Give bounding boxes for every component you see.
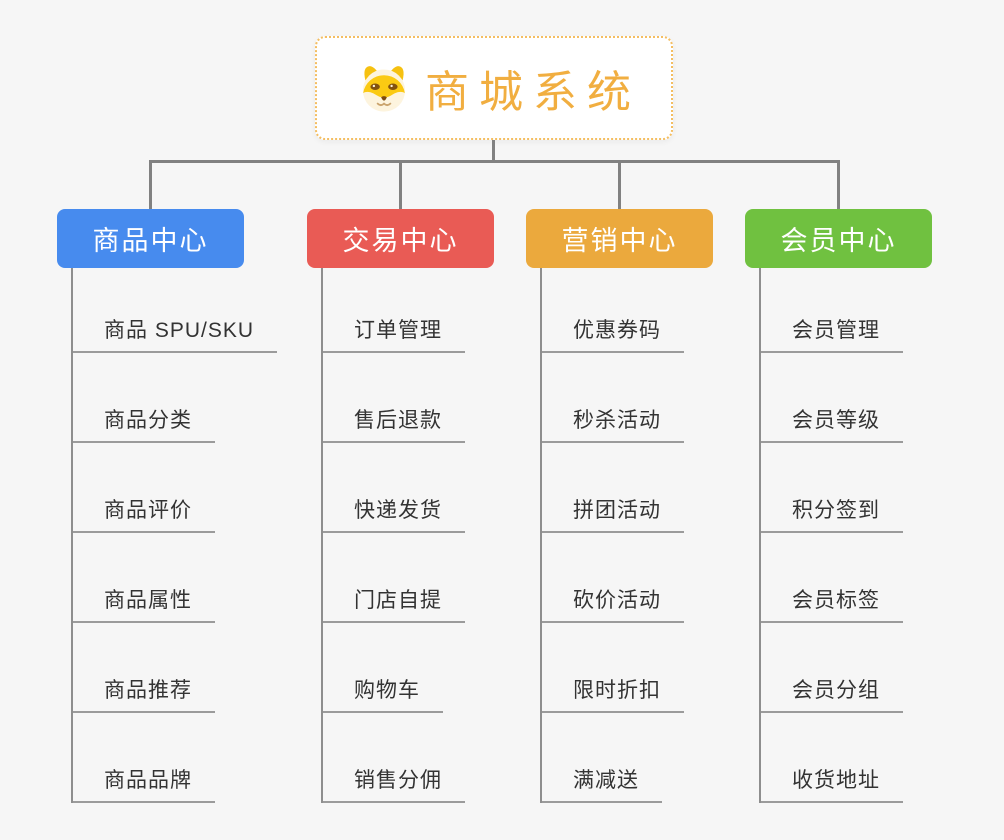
leaf-node[interactable]: 门店自提 <box>321 588 465 623</box>
connector-drop-product <box>149 160 152 209</box>
leaf-node[interactable]: 会员标签 <box>759 588 903 623</box>
leaf-node[interactable]: 积分签到 <box>759 498 903 533</box>
connector-trunk <box>71 268 73 803</box>
leaf-node[interactable]: 商品分类 <box>71 408 215 443</box>
connector-drop-marketing <box>618 160 621 209</box>
leaf-node[interactable]: 限时折扣 <box>540 678 684 713</box>
leaf-node[interactable]: 会员等级 <box>759 408 903 443</box>
root-title: 商城系统 <box>425 68 641 117</box>
connector-trunk <box>321 268 323 803</box>
connector-trunk <box>540 268 542 803</box>
connector-drop-trade <box>399 160 402 209</box>
leaf-node[interactable]: 商品 SPU/SKU <box>71 318 278 353</box>
leaf-node[interactable]: 拼团活动 <box>540 498 684 533</box>
leaf-node[interactable]: 砍价活动 <box>540 588 684 623</box>
branch-label: 商品中心 <box>92 226 209 256</box>
branch-label: 会员中心 <box>780 226 897 256</box>
leaf-node[interactable]: 商品推荐 <box>71 678 215 713</box>
branch-node-member-center[interactable]: 会员中心 <box>745 209 932 268</box>
branch-column-marketing: 优惠券码 秒杀活动 拼团活动 砍价活动 限时折扣 满减送 <box>540 263 684 803</box>
leaf-node[interactable]: 秒杀活动 <box>540 408 684 443</box>
leaf-node[interactable]: 商品评价 <box>71 498 215 533</box>
branch-node-product-center[interactable]: 商品中心 <box>57 209 244 268</box>
leaf-node[interactable]: 快递发货 <box>321 498 465 533</box>
leaf-node[interactable]: 收货地址 <box>759 768 903 803</box>
leaf-node[interactable]: 会员管理 <box>759 318 903 353</box>
leaf-node[interactable]: 会员分组 <box>759 678 903 713</box>
connector-root-stub <box>492 140 495 162</box>
branch-column-member: 会员管理 会员等级 积分签到 会员标签 会员分组 收货地址 <box>759 263 903 803</box>
leaf-node[interactable]: 订单管理 <box>321 318 465 353</box>
connector-drop-member <box>837 160 840 209</box>
branch-column-trade: 订单管理 售后退款 快递发货 门店自提 购物车 销售分佣 <box>321 263 465 803</box>
branch-node-marketing-center[interactable]: 营销中心 <box>526 209 713 268</box>
leaf-node[interactable]: 满减送 <box>540 768 662 803</box>
leaf-node[interactable]: 商品品牌 <box>71 768 215 803</box>
shiba-dog-icon <box>357 63 411 113</box>
connector-rail <box>149 160 840 163</box>
branch-node-trade-center[interactable]: 交易中心 <box>307 209 494 268</box>
leaf-node[interactable]: 优惠券码 <box>540 318 684 353</box>
leaf-node[interactable]: 商品属性 <box>71 588 215 623</box>
branch-label: 营销中心 <box>561 226 678 256</box>
leaf-node[interactable]: 购物车 <box>321 678 443 713</box>
branch-label: 交易中心 <box>342 226 459 256</box>
connector-trunk <box>759 268 761 803</box>
branch-column-product: 商品 SPU/SKU 商品分类 商品评价 商品属性 商品推荐 商品品牌 <box>71 263 278 803</box>
leaf-node[interactable]: 销售分佣 <box>321 768 465 803</box>
leaf-node[interactable]: 售后退款 <box>321 408 465 443</box>
root-node[interactable]: 商城系统 <box>315 36 673 140</box>
